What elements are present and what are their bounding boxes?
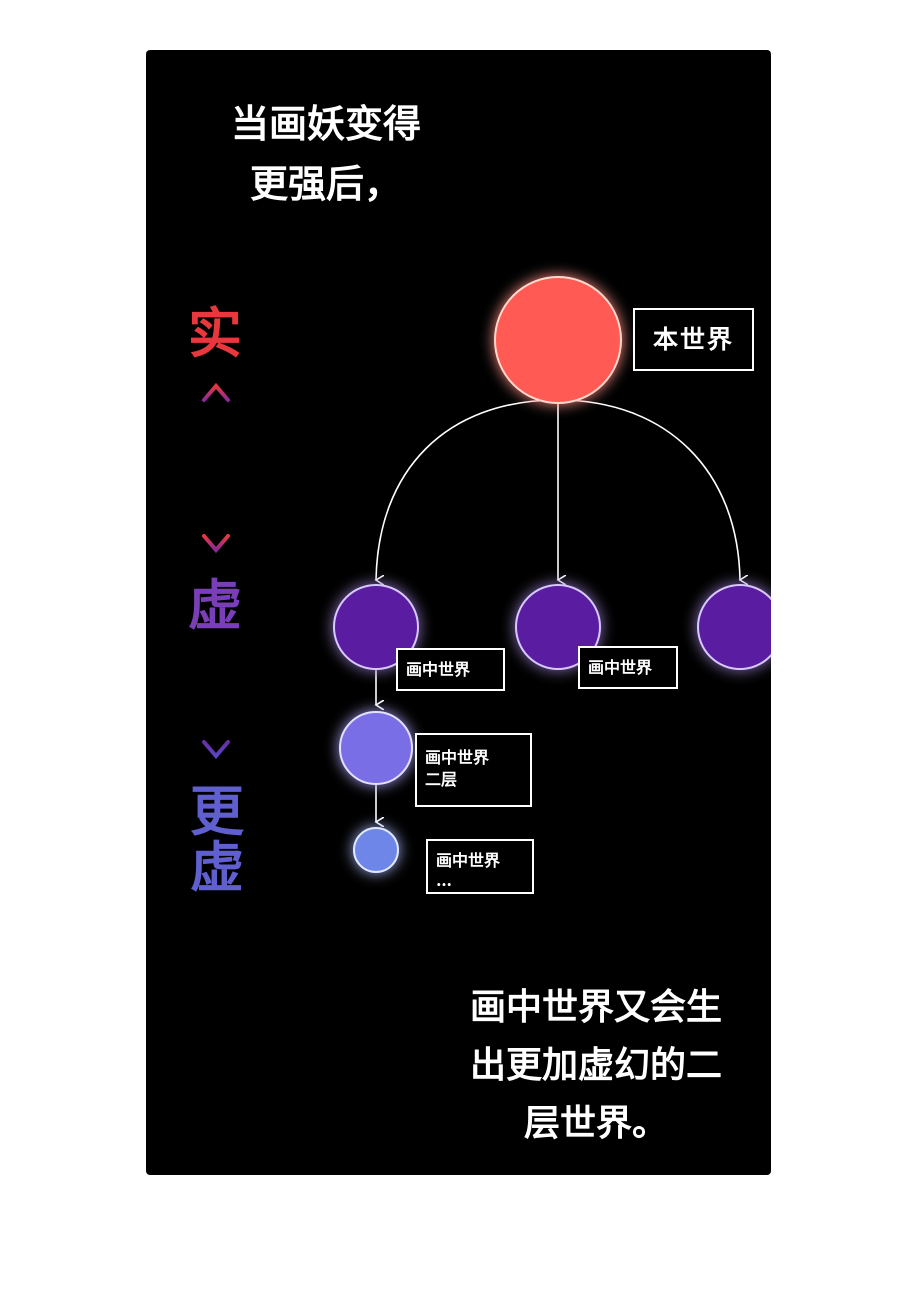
painted-world-label-left: 画中世界	[396, 648, 505, 691]
painted-world-label-center: 画中世界	[578, 646, 678, 689]
second-layer-label-line-2: 二层	[425, 770, 458, 789]
scale-more-virtual-char-1: 更	[190, 780, 244, 843]
connector-arrows	[376, 399, 740, 822]
caption-top: 当画妖变得 更强后，	[206, 94, 446, 214]
scale-real-label: 实	[188, 302, 242, 365]
second-layer-node	[339, 711, 413, 785]
main-world-node	[494, 276, 622, 404]
caption-bottom-line-1: 画中世界又会生	[469, 986, 722, 1028]
caption-bottom-line-2: 出更加虚幻的二	[469, 1044, 722, 1086]
scale-more-virtual-char-2: 虚	[190, 836, 244, 899]
caption-bottom-line-3: 层世界。	[523, 1102, 668, 1144]
deeper-layer-label: 画中世界 …	[426, 839, 534, 894]
scale-arrow-real-virtual	[202, 382, 230, 554]
caption-bottom: 画中世界又会生 出更加虚幻的二 层世界。	[441, 978, 751, 1152]
deeper-layer-label-line-2: …	[436, 871, 452, 890]
comic-panel: 当画妖变得 更强后， 实 虚 更 虚 本世界 画中世界 画中世界 画中世界 二层…	[146, 50, 771, 1175]
painted-world-node-right	[697, 584, 771, 670]
second-layer-label-line-1: 画中世界	[425, 748, 490, 767]
main-world-label: 本世界	[633, 308, 754, 371]
deeper-layer-label-line-1: 画中世界	[436, 851, 501, 870]
caption-top-line-2: 更强后，	[249, 161, 402, 206]
second-layer-label: 画中世界 二层	[415, 733, 532, 807]
scale-arrow-virtual-more	[202, 646, 230, 760]
caption-top-line-1: 当画妖变得	[230, 101, 421, 146]
scale-more-virtual-label: 更 虚	[188, 784, 246, 896]
scale-virtual-label: 虚	[188, 574, 242, 637]
deeper-layer-node	[353, 827, 399, 873]
